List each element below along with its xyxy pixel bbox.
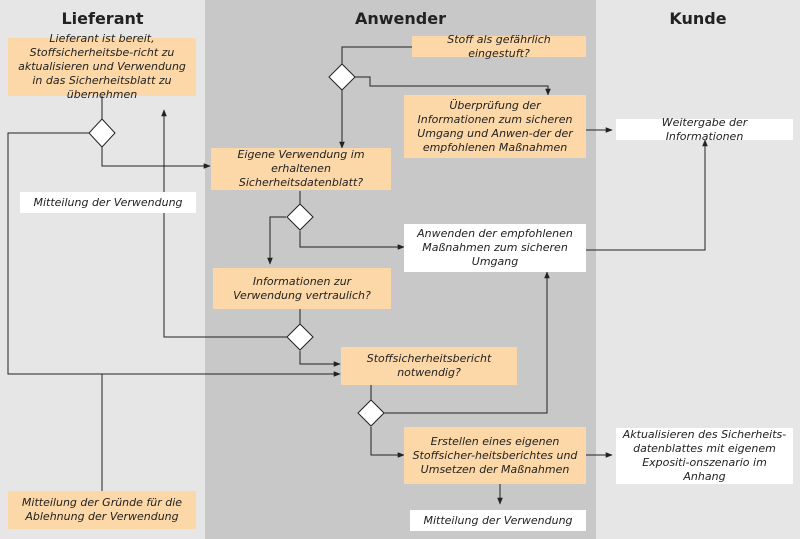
box-mitteilung-verwendung-lieferant: Mitteilung der Verwendung — [20, 192, 196, 213]
box-weitergabe: Weitergabe der Informationen — [616, 116, 793, 143]
lane-title-anwender: Anwender — [355, 9, 446, 28]
decision-diamond-eigene — [286, 203, 314, 231]
box-aktualisieren: Aktualisieren des Sicherheits-datenblatt… — [616, 428, 793, 484]
connector-diamond-to-stoffsicherheit — [7, 132, 341, 377]
box-lieferant-bereit: Lieferant ist bereit, Stoffsicherheitsbe… — [8, 32, 196, 101]
lane-title-lieferant: Lieferant — [61, 9, 144, 28]
box-erstellen: Erstellen eines eigenen Stoffsicher-heit… — [404, 427, 586, 484]
connector-diamond3-to-stoffsicherheit — [299, 351, 341, 367]
box-informationen-vertraulich: Informationen zur Verwendung vertraulich… — [213, 268, 391, 309]
connector-diamond2-to-anwenden — [299, 231, 405, 250]
box-anwenden: Anwenden der empfohlenen Maßnahmen zum s… — [404, 224, 586, 272]
connector-diamond3-to-lieferant — [161, 109, 287, 338]
connector-diamond2-to-vertraulich — [267, 216, 286, 265]
box-ueberpruefung: Überprüfung der Informationen zum sicher… — [404, 95, 586, 158]
connector-diamond4-to-erstellen — [370, 427, 405, 458]
connector-anwenden-to-weitergabe — [586, 139, 708, 251]
connector-diamond4-to-anwenden — [384, 271, 550, 414]
lane-title-kunde: Kunde — [669, 9, 727, 28]
connector-stoff-to-diamond1 — [341, 46, 412, 64]
connector-diamond-to-eigene — [101, 146, 211, 169]
box-mitteilung-gruende: Mitteilung der Gründe für die Ablehnung … — [8, 491, 196, 529]
box-stoffsicherheitsbericht: Stoffsicherheitsbericht notwendig? — [341, 347, 517, 385]
decision-diamond-stoffsicherheit — [357, 399, 385, 427]
decision-diamond-vertraulich — [286, 323, 314, 351]
connector-diamond1-to-ueberpruefung — [354, 76, 551, 96]
decision-diamond-lieferant — [88, 118, 116, 148]
box-stoff-gefaehrlich: Stoff als gefährlich eingestuft? — [412, 33, 586, 60]
box-mitteilung-verwendung-anwender: Mitteilung der Verwendung — [410, 510, 586, 531]
box-eigene-verwendung: Eigene Verwendung im erhaltenen Sicherhe… — [211, 148, 391, 190]
decision-diamond-stoff — [328, 63, 356, 91]
